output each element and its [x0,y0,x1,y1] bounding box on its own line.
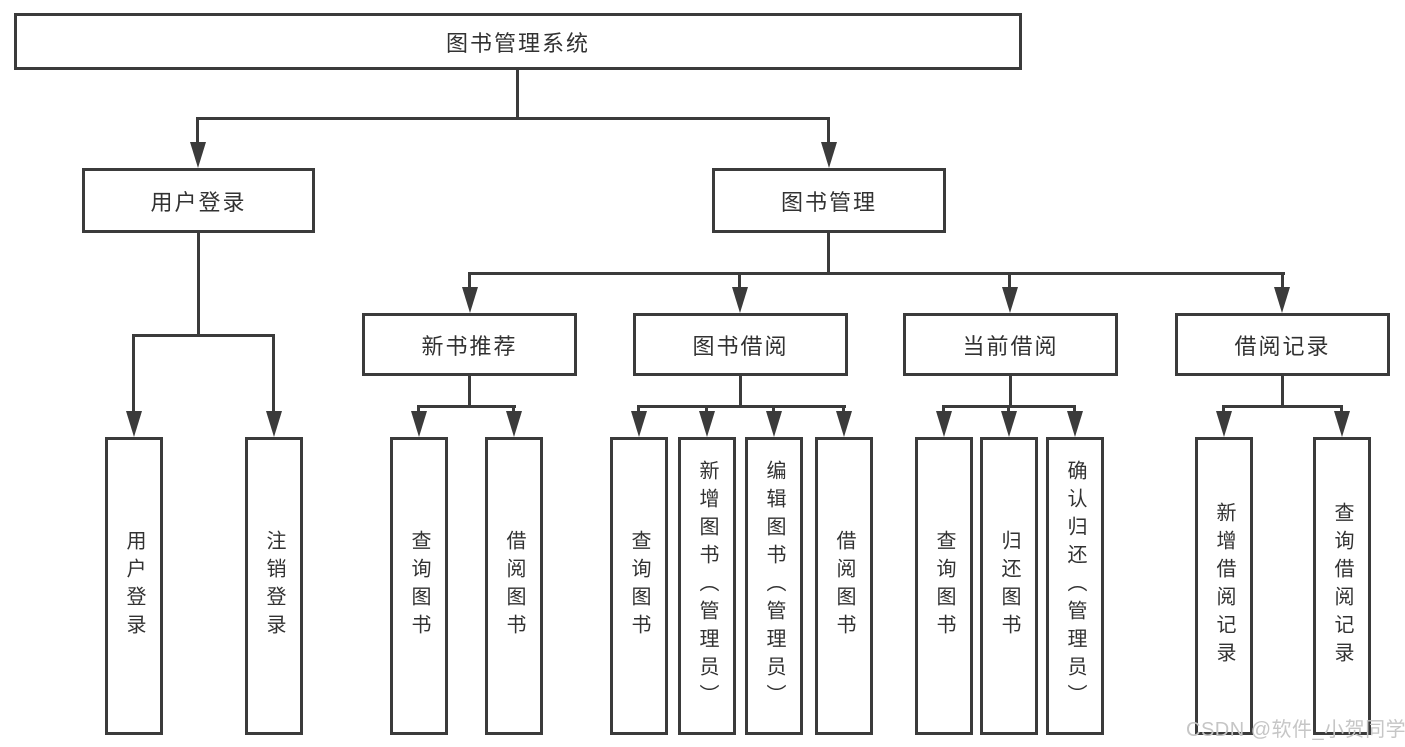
connector-line [1281,272,1284,290]
arrow-down-icon [1002,287,1018,313]
connector-line [637,405,640,415]
arrow-down-icon [836,411,852,437]
connector-line [1009,374,1012,407]
arrow-down-icon [1216,411,1232,437]
arrow-down-icon [1334,411,1350,437]
arrow-down-icon [506,411,522,437]
node-borrowing-records: 借阅记录 [1175,313,1390,376]
arrow-down-icon [732,287,748,313]
connector-line [1073,405,1076,415]
connector-line [1008,272,1011,290]
leaf-current-return-books: 归还图书 [980,437,1038,735]
connector-line [196,117,830,120]
arrow-down-icon [1067,411,1083,437]
connector-line [468,272,471,290]
leaf-user-login: 用户登录 [105,437,163,735]
connector-line [1222,405,1342,408]
connector-line [512,405,515,415]
connector-line [417,405,420,415]
connector-line [516,68,519,120]
connector-line [468,272,1285,275]
arrow-down-icon [699,411,715,437]
arrow-down-icon [190,142,206,168]
arrow-down-icon [1274,287,1290,313]
connector-line [1340,405,1343,415]
connector-line [739,374,742,407]
leaf-borrow-add-books-admin: 新增图书（管理员） [678,437,736,735]
leaf-records-add-record: 新增借阅记录 [1195,437,1253,735]
leaf-recommend-borrow-books: 借阅图书 [485,437,543,735]
connector-line [1007,405,1010,415]
arrow-down-icon [411,411,427,437]
connector-line [1222,405,1225,415]
arrow-down-icon [766,411,782,437]
connector-line [132,334,135,414]
arrow-down-icon [266,411,282,437]
leaf-borrow-edit-books-admin: 编辑图书（管理员） [745,437,803,735]
node-user-login: 用户登录 [82,168,315,233]
connector-line [196,117,199,145]
connector-line [637,405,846,408]
connector-line [827,117,830,145]
connector-line [827,231,830,275]
node-book-borrowing: 图书借阅 [633,313,848,376]
arrow-down-icon [936,411,952,437]
connector-line [738,272,741,290]
connector-line [1281,374,1284,407]
leaf-logout: 注销登录 [245,437,303,735]
connector-line [197,231,200,337]
arrow-down-icon [631,411,647,437]
node-current-borrowing: 当前借阅 [903,313,1118,376]
arrow-down-icon [1001,411,1017,437]
node-new-book-recommendation: 新书推荐 [362,313,577,376]
leaf-borrow-borrow-books: 借阅图书 [815,437,873,735]
connector-line [772,405,775,415]
node-library-management-system: 图书管理系统 [14,13,1022,70]
connector-line [417,405,516,408]
node-book-management: 图书管理 [712,168,946,233]
leaf-current-confirm-return-admin: 确认归还（管理员） [1046,437,1104,735]
arrow-down-icon [821,142,837,168]
connector-line [942,405,945,415]
arrow-down-icon [462,287,478,313]
connector-line [132,334,275,337]
connector-line [468,374,471,407]
csdn-watermark: CSDN @软件_小贺同学 [1186,719,1405,741]
leaf-borrow-query-books: 查询图书 [610,437,668,735]
leaf-recommend-query-books: 查询图书 [390,437,448,735]
arrow-down-icon [126,411,142,437]
connector-line [842,405,845,415]
leaf-current-query-books: 查询图书 [915,437,973,735]
connector-line [705,405,708,415]
connector-line [272,334,275,414]
leaf-records-query-record: 查询借阅记录 [1313,437,1371,735]
